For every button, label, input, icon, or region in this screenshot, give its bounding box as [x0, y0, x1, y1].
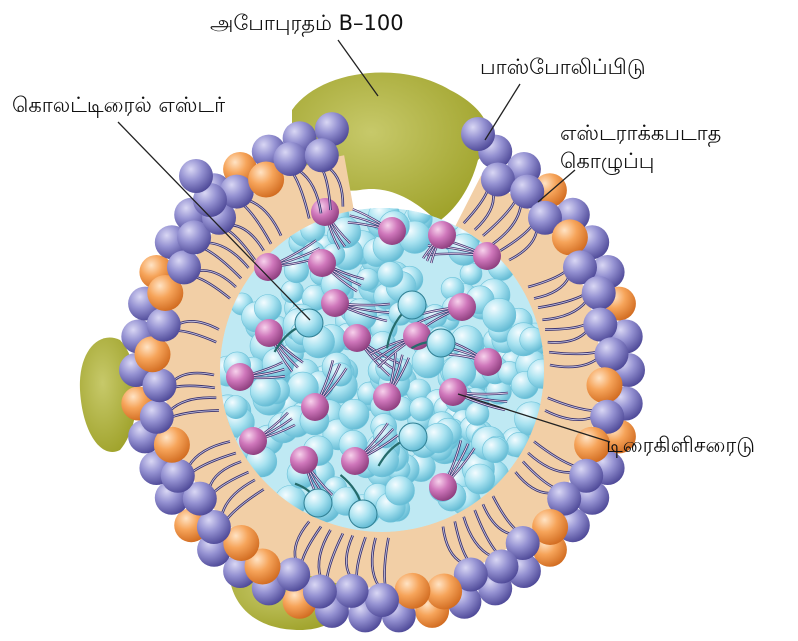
cholesteryl-ester-icon [304, 489, 332, 517]
core-lipid-sphere [356, 268, 378, 290]
label-cholesteryl-ester: கொலட்டிரைல் எஸ்டர் [12, 92, 225, 119]
cholesterol-icon [587, 367, 623, 403]
label-apoprotein: அபோபுரதம் B–100 [210, 10, 404, 37]
triglyceride-icon [378, 217, 406, 245]
phospholipid-icon [583, 308, 617, 342]
phospholipid-icon [481, 163, 515, 197]
triglyceride-icon [439, 378, 467, 406]
phospholipid-icon [140, 400, 174, 434]
phospholipid-icon [485, 550, 519, 584]
cholesteryl-ester-icon [398, 291, 426, 319]
triglyceride-icon [373, 383, 401, 411]
phospholipid-icon [276, 558, 310, 592]
core-lipid-sphere [254, 295, 281, 322]
cholesterol-icon [135, 336, 171, 372]
triglyceride-icon [343, 324, 371, 352]
triglyceride-icon [448, 293, 476, 321]
core-lipid-sphere [377, 262, 403, 288]
phospholipid-icon [147, 308, 181, 342]
core-lipid-sphere [423, 423, 453, 453]
leader-line [485, 84, 520, 140]
phospholipid-icon [461, 117, 495, 151]
label-unesterified-cholesterol-line2: கொழுப்பு [560, 148, 654, 175]
core-lipid-sphere [482, 298, 516, 332]
core-lipid-sphere [385, 476, 414, 505]
cholesteryl-ester-icon [349, 500, 377, 528]
phospholipid-icon [179, 159, 213, 193]
triglyceride-icon [321, 289, 349, 317]
core-lipid-sphere [482, 437, 507, 462]
core-lipid-sphere [465, 464, 495, 494]
triglyceride-icon [255, 319, 283, 347]
core-lipid-sphere [250, 376, 280, 406]
cholesterol-icon [394, 573, 430, 609]
phospholipid-icon [273, 142, 307, 176]
phospholipid-icon [161, 459, 195, 493]
phospholipid-icon [365, 583, 399, 617]
triglyceride-icon [308, 249, 336, 277]
cholesterol-icon [426, 574, 462, 610]
triglyceride-icon [341, 447, 369, 475]
triglyceride-icon [290, 446, 318, 474]
triglyceride-icon [474, 348, 502, 376]
core-lipid-sphere [410, 397, 434, 421]
label-unesterified-cholesterol-line1: எஸ்டராக்கபடாத [560, 120, 721, 147]
core-lipid-sphere [339, 399, 369, 429]
triglyceride-icon [429, 473, 457, 501]
triglyceride-icon [311, 198, 339, 226]
cholesteryl-ester-icon [399, 423, 427, 451]
label-phospholipid: பாஸ்போலிப்பிடு [480, 54, 646, 81]
triglyceride-icon [428, 221, 456, 249]
phospholipid-icon [167, 250, 201, 284]
cholesterol-icon [552, 219, 588, 255]
triglyceride-icon [239, 427, 267, 455]
phospholipid-icon [305, 138, 339, 172]
core-lipid-sphere [224, 396, 247, 419]
core-lipid-sphere [281, 280, 304, 303]
label-triglyceride: டிரைகிளிசரைடு [606, 432, 755, 459]
triglyceride-icon [226, 363, 254, 391]
triglyceride-icon [473, 242, 501, 270]
phospholipid-icon [595, 337, 629, 371]
triglyceride-icon [301, 393, 329, 421]
cholesteryl-ester-icon [295, 309, 323, 337]
phospholipid-icon [582, 276, 616, 310]
phospholipid-icon [143, 368, 177, 402]
cholesteryl-ester-icon [427, 329, 455, 357]
phospholipid-icon [335, 574, 369, 608]
